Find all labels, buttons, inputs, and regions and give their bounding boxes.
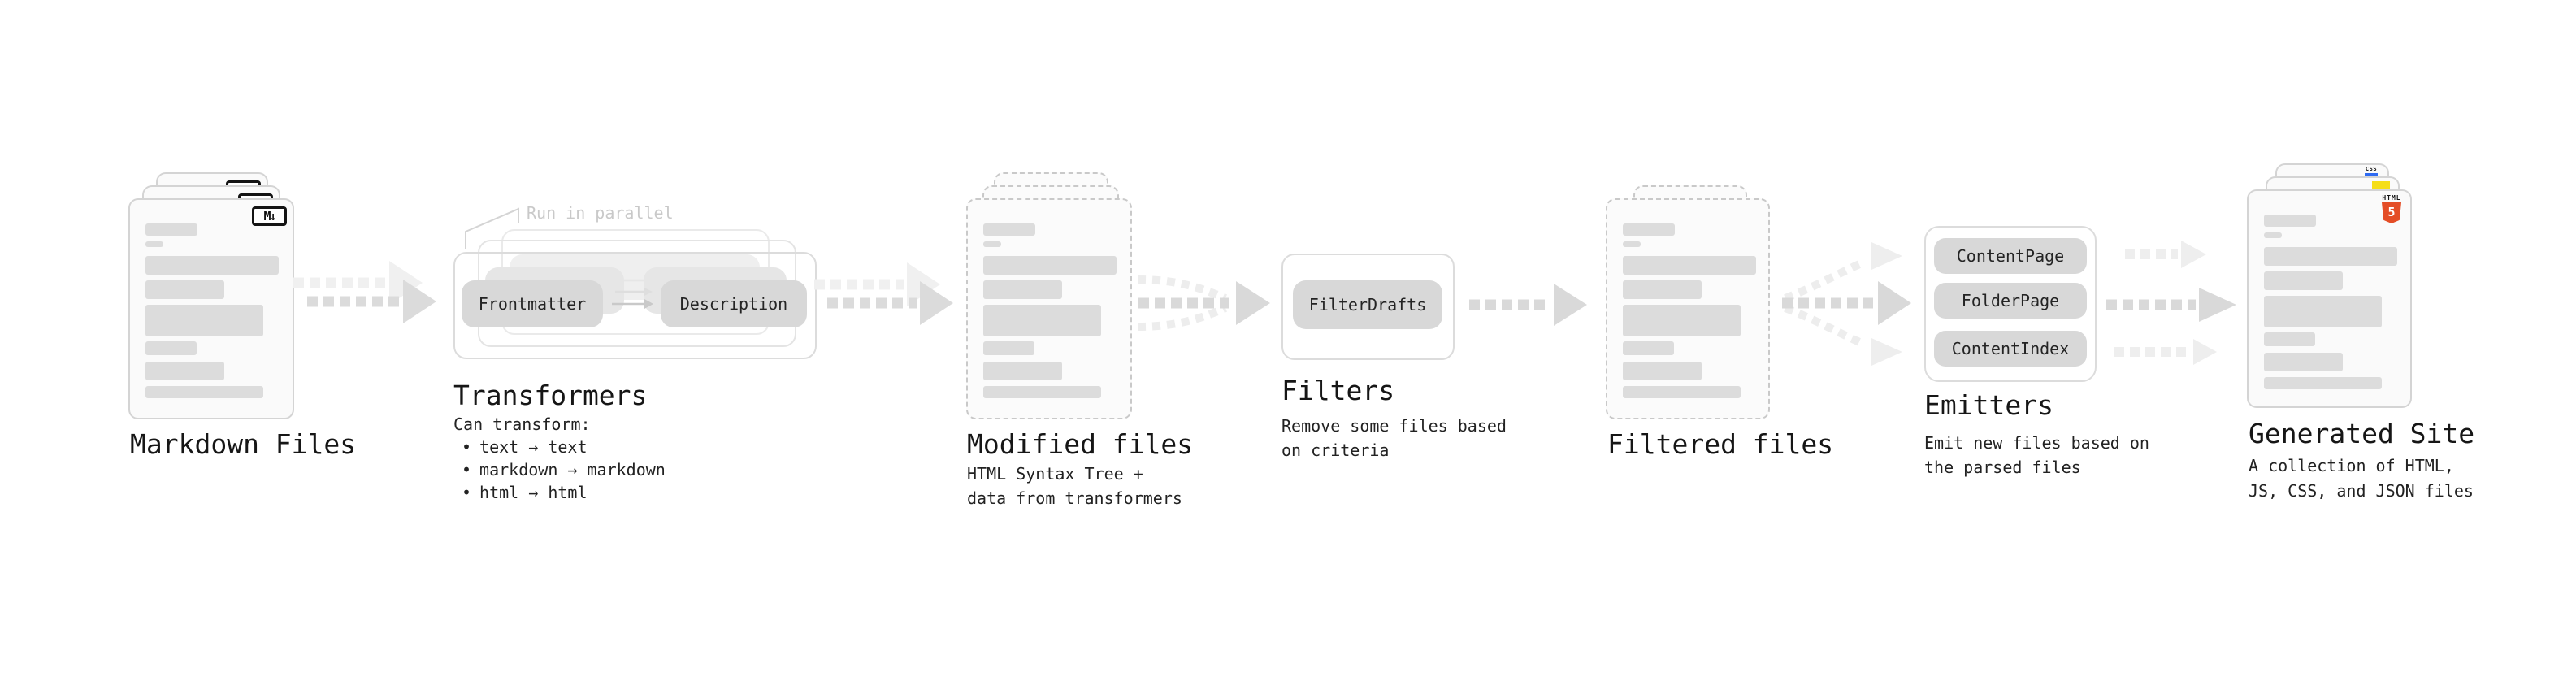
emitters-frame <box>1924 226 2097 382</box>
desc-line: HTML Syntax Tree + <box>967 464 1143 484</box>
stage-label-markdown-files: Markdown Files <box>130 428 357 460</box>
desc-line: Emit new files based on <box>1924 433 2149 453</box>
desc-bullet: •html → html <box>462 483 588 502</box>
desc-bullet: •markdown → markdown <box>462 460 666 479</box>
flow-arrow-markdown-to-transformers <box>293 261 436 323</box>
desc-line: Remove some files based <box>1281 416 1507 436</box>
filters-frame <box>1281 254 1455 360</box>
markdown-icon: M↓ <box>252 206 287 226</box>
stage-desc-emitters: Emit new files based on the parsed files <box>1924 431 2149 479</box>
css-icon: CSS <box>2363 167 2379 176</box>
flow-arrow-filtered-to-emitters <box>1782 242 1911 366</box>
desc-line: the parsed files <box>1924 458 2081 477</box>
markdown-file-card-front: M↓ <box>128 198 294 419</box>
desc-line: Can transform: <box>453 414 591 434</box>
filtered-file-card-front <box>1606 198 1770 419</box>
stage-label-filtered-files: Filtered files <box>1607 428 1834 460</box>
run-in-parallel-note: Run in parallel <box>527 203 674 223</box>
desc-line: on criteria <box>1281 440 1390 460</box>
stage-label-generated-site: Generated Site <box>2249 418 2475 449</box>
desc-bullet: •text → text <box>462 437 588 457</box>
stage-label-modified-files: Modified files <box>967 428 1194 460</box>
stage-desc-generated: A collection of HTML, JS, CSS, and JSON … <box>2249 453 2474 504</box>
generated-file-card-html: HTML 5 <box>2247 189 2412 408</box>
stage-desc-filters: Remove some files based on criteria <box>1281 414 1507 462</box>
modified-file-card-front <box>966 198 1132 419</box>
emitter-node-contentpage: ContentPage <box>1934 238 2087 274</box>
stage-desc-transformers: Can transform: •text → text •markdown → … <box>453 413 666 504</box>
flow-arrow-emitters-to-generated <box>2106 241 2236 365</box>
emitter-node-folderpage: FolderPage <box>1934 283 2087 319</box>
stage-label-emitters: Emitters <box>1924 389 2053 421</box>
flow-arrow-modified-to-filters <box>1137 275 1270 331</box>
transformer-node-description: Description <box>661 280 807 327</box>
filter-node-filterdrafts: FilterDrafts <box>1293 280 1442 329</box>
emitter-node-contentindex: ContentIndex <box>1934 331 2087 367</box>
desc-line: A collection of HTML, <box>2249 456 2454 475</box>
flow-arrow-filters-to-filtered <box>1469 284 1587 326</box>
desc-line: JS, CSS, and JSON files <box>2249 481 2474 501</box>
stage-desc-modified: HTML Syntax Tree + data from transformer… <box>967 462 1182 510</box>
html5-icon: HTML 5 <box>2381 195 2402 223</box>
flow-arrow-transformers-to-modified <box>814 262 953 325</box>
stage-label-transformers: Transformers <box>453 380 648 411</box>
transform-step-arrows <box>612 276 653 309</box>
callout-line <box>465 207 519 249</box>
stage-label-filters: Filters <box>1281 375 1395 406</box>
desc-line: data from transformers <box>967 488 1182 508</box>
transformer-layer-front <box>453 252 817 359</box>
transformer-node-frontmatter: Frontmatter <box>462 280 603 327</box>
